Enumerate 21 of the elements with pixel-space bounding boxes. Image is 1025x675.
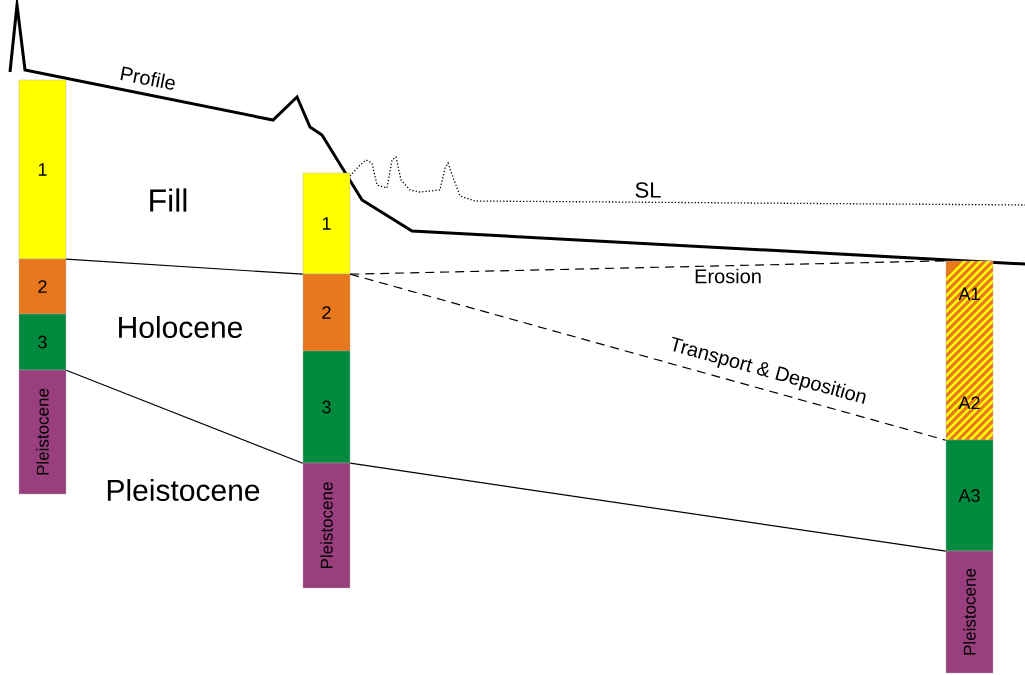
sea-level-label: SL bbox=[635, 182, 661, 198]
core-segment: 1 bbox=[302, 172, 351, 275]
core-segment: Pleistocene bbox=[945, 550, 994, 674]
core-segment: 3 bbox=[302, 350, 351, 464]
correlation-line bbox=[349, 462, 947, 552]
correlation-line bbox=[65, 369, 304, 464]
core-segment: Pleistocene bbox=[302, 462, 351, 589]
unit-label: Fill bbox=[150, 188, 187, 212]
edge-label: Erosion bbox=[693, 267, 763, 285]
dashed-line bbox=[349, 273, 947, 441]
core-segment: 2 bbox=[18, 258, 67, 315]
unit-label: Holocene bbox=[119, 316, 242, 339]
core-segment: 2 bbox=[302, 273, 351, 352]
core-segment: 1 bbox=[18, 79, 67, 260]
unit-label: Pleistocene bbox=[107, 479, 260, 502]
core-segment: A3 bbox=[945, 439, 994, 552]
profile-label: Profile bbox=[120, 66, 175, 90]
core-segment: 3 bbox=[18, 313, 67, 371]
core-segment: Pleistocene bbox=[18, 369, 67, 495]
correlation-line bbox=[65, 258, 304, 275]
core-segment: A1 A2 bbox=[945, 260, 994, 441]
